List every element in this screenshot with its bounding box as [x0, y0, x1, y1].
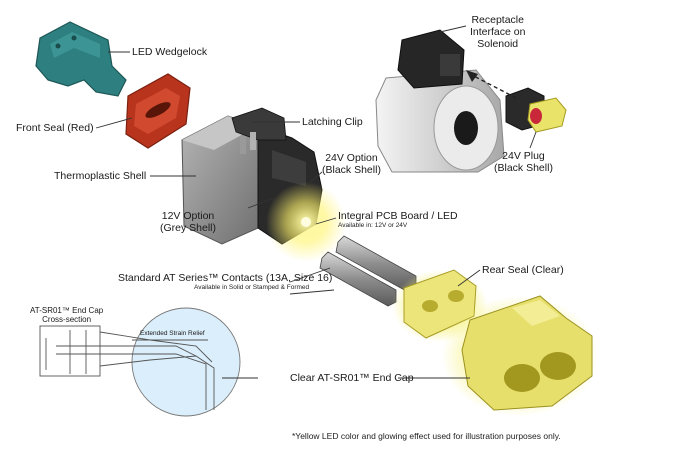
solenoid-part: [375, 29, 505, 173]
label-receptacle-line1: Receptacle: [471, 14, 524, 26]
label-endcap-xsec-line1: AT-SR01™ End Cap: [30, 306, 104, 315]
label-endcap-xsec-line2: Cross-section: [42, 315, 92, 324]
label-front-seal: Front Seal (Red): [16, 122, 94, 134]
label-contacts: Standard AT Series™ Contacts (13A, Size …: [118, 272, 332, 292]
label-option-12v: 12V Option (Grey Shell): [160, 210, 216, 234]
label-thermoplastic-shell: Thermoplastic Shell: [54, 170, 147, 182]
label-option-24v: 24V Option (Black Shell): [322, 152, 381, 176]
label-led-wedgelock: LED Wedgelock: [132, 46, 208, 58]
label-latching-clip: Latching Clip: [302, 116, 363, 128]
label-strain-relief: Extended Strain Relief: [140, 330, 205, 337]
endcap-cross-section: [39, 307, 241, 417]
label-plug-24v-line1: 24V Plug: [502, 150, 545, 162]
led-point: [301, 217, 311, 227]
label-plug-24v-line2: (Black Shell): [494, 162, 553, 174]
label-pcb-board-title: Integral PCB Board / LED: [338, 210, 458, 222]
label-option-12v-line1: 12V Option: [161, 210, 215, 222]
plug-24v-part: [505, 87, 567, 133]
label-endcap-cross-section: AT-SR01™ End Cap Cross-section: [30, 306, 103, 324]
insertion-arrow: [466, 70, 517, 99]
label-receptacle-line2: Interface on: [470, 26, 526, 38]
footnote: *Yellow LED color and glowing effect use…: [292, 431, 561, 441]
label-rear-seal: Rear Seal (Clear): [482, 264, 564, 276]
label-pcb-board: Integral PCB Board / LED Available in: 1…: [338, 210, 458, 230]
label-plug-24v: 24V Plug (Black Shell): [494, 150, 553, 174]
label-receptacle: Receptacle Interface on Solenoid: [470, 14, 525, 50]
leader-lines: [95, 25, 537, 379]
label-contacts-available: Available in Solid or Stamped & Formed: [194, 284, 310, 291]
label-option-24v-line2: (Black Shell): [322, 164, 381, 176]
label-option-24v-line1: 24V Option: [325, 152, 378, 164]
label-receptacle-line3: Solenoid: [477, 38, 519, 50]
led-wedgelock-part: [35, 21, 127, 97]
clear-endcap-part: [442, 295, 598, 416]
label-clear-endcap: Clear AT-SR01™ End Cap: [290, 372, 414, 384]
label-option-12v-line2: (Grey Shell): [160, 222, 217, 234]
front-seal-part: [125, 73, 191, 149]
label-contacts-title: Standard AT Series™ Contacts (13A, Size …: [118, 272, 333, 284]
label-pcb-available: Available in: 12V or 24V: [338, 222, 408, 229]
